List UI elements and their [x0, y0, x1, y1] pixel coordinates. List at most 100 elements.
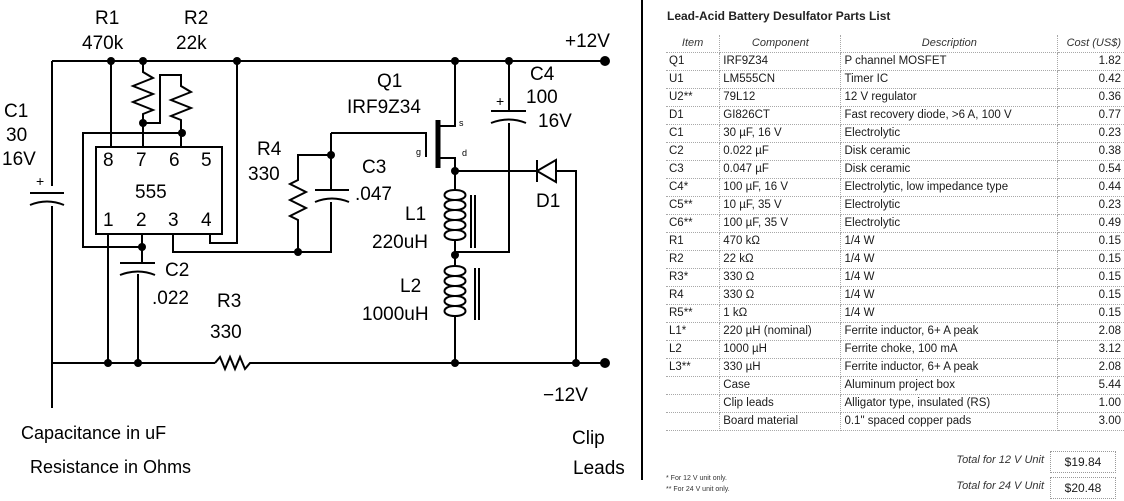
cell-description: Electrolytic — [840, 214, 1059, 233]
cell-item: R2 — [666, 250, 721, 269]
r4-label: R4 — [257, 139, 282, 160]
clip-leads-label-line2: Leads — [573, 458, 625, 479]
parts-table: Item Component Description Cost (US$) Q1… — [666, 35, 1124, 431]
c4-plus-sign: + — [496, 93, 504, 109]
l1-value: 220uH — [372, 232, 428, 253]
junction — [139, 57, 147, 65]
junction — [327, 151, 335, 159]
cell-cost: 5.44 — [1057, 376, 1124, 395]
cell-description: P channel MOSFET — [840, 52, 1059, 71]
junction — [294, 248, 302, 256]
total-24v-row: Total for 24 V Unit $20.48 — [650, 477, 1124, 499]
cell-cost: 0.15 — [1057, 286, 1124, 305]
c4-value: 100 — [526, 87, 558, 108]
cell-description: 1/4 W — [840, 232, 1059, 251]
q1-drain-pin: d — [462, 148, 467, 158]
r3-resistor — [214, 354, 263, 372]
total-12v-label: Total for 12 V Unit — [956, 454, 1044, 466]
cell-cost: 0.49 — [1057, 214, 1124, 233]
cell-component: 470 kΩ — [719, 232, 842, 251]
column-header-description: Description — [840, 35, 1059, 53]
cell-component: IRF9Z34 — [719, 52, 842, 71]
cell-cost: 0.15 — [1057, 232, 1124, 251]
cell-cost: 0.54 — [1057, 160, 1124, 179]
panel-divider — [641, 0, 643, 480]
cell-cost: 0.36 — [1057, 88, 1124, 107]
cell-item: C6** — [666, 214, 721, 233]
cell-cost: 1.82 — [1057, 52, 1124, 71]
junction — [104, 359, 112, 367]
positive-terminal — [600, 56, 610, 66]
total-24v-value: $20.48 — [1050, 477, 1116, 499]
r4-value: 330 — [248, 164, 280, 185]
footnote-24v: ** For 24 V unit only. — [666, 486, 730, 493]
cell-cost: 0.42 — [1057, 70, 1124, 89]
clip-leads-label-line1: Clip — [572, 428, 605, 449]
cell-component: Board material — [719, 412, 842, 431]
cell-description: Electrolytic, low impedance type — [840, 178, 1059, 197]
cell-description: Disk ceramic — [840, 142, 1059, 161]
column-header-cost: Cost (US$) — [1057, 35, 1124, 53]
cell-item: L2 — [666, 340, 721, 359]
cell-description: Ferrite inductor, 6+ A peak — [840, 358, 1059, 377]
cell-item: L1* — [666, 322, 721, 341]
junction — [139, 119, 147, 127]
ic-wiring — [82, 61, 298, 363]
pin-3: 3 — [168, 210, 179, 231]
total-12v-value: $19.84 — [1050, 451, 1116, 473]
r4-c3-network — [287, 132, 427, 253]
cell-cost: 0.23 — [1057, 124, 1124, 143]
c1-voltage: 16V — [2, 149, 36, 170]
cell-cost: 1.00 — [1057, 394, 1124, 413]
cell-component: 100 µF, 35 V — [719, 214, 842, 233]
cell-item: R3* — [666, 268, 721, 287]
pin-2: 2 — [136, 210, 147, 231]
cell-item: Q1 — [666, 52, 721, 71]
table-row: L1*220 µH (nominal)Ferrite inductor, 6+ … — [666, 322, 1124, 341]
q1-mosfet: s g d — [416, 61, 467, 171]
l2-inductor — [443, 255, 480, 363]
pin-8: 8 — [103, 150, 114, 171]
cell-description: 0.1" spaced copper pads — [840, 412, 1059, 431]
cell-component: 0.047 µF — [719, 160, 842, 179]
cell-description: 1/4 W — [840, 286, 1059, 305]
cell-cost: 0.15 — [1057, 268, 1124, 287]
pin-6: 6 — [169, 150, 180, 171]
cell-cost: 0.15 — [1057, 250, 1124, 269]
junction — [178, 129, 186, 137]
minus-12v-label: −12V — [543, 385, 588, 406]
cell-item — [666, 376, 721, 395]
cell-description: Timer IC — [840, 70, 1059, 89]
cell-description: Alligator type, insulated (RS) — [840, 394, 1059, 413]
cell-component: 79L12 — [719, 88, 842, 107]
junction — [451, 57, 459, 65]
cell-item — [666, 394, 721, 413]
l2-label: L2 — [400, 276, 421, 297]
column-header-component: Component — [719, 35, 842, 53]
cell-cost: 2.08 — [1057, 358, 1124, 377]
cell-item: C4* — [666, 178, 721, 197]
cell-item: U1 — [666, 70, 721, 89]
c4-capacitor: + — [455, 61, 527, 253]
ic-555-body — [95, 146, 223, 235]
negative-terminal — [600, 358, 610, 368]
d1-diode — [455, 158, 577, 363]
capacitance-units-note: Capacitance in uF — [21, 423, 166, 443]
parts-list-panel: Lead-Acid Battery Desulfator Parts List … — [650, 0, 1124, 501]
c4-voltage: 16V — [538, 111, 572, 132]
cell-component: 330 Ω — [719, 268, 842, 287]
cell-component: LM555CN — [719, 70, 842, 89]
c4-label: C4 — [530, 64, 555, 85]
